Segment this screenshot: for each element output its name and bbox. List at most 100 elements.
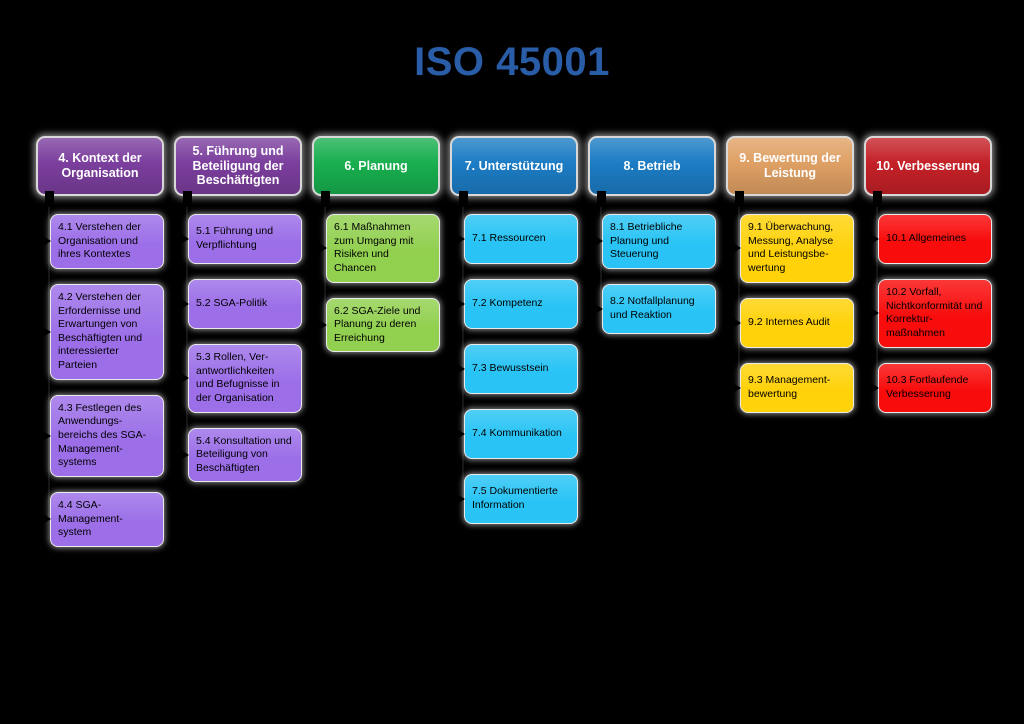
section-label: 7.5 Dokumentierte Information — [472, 485, 558, 511]
connector-stub — [459, 191, 468, 207]
diagram-title: ISO 45001 — [414, 40, 610, 84]
clause-column-5: 5. Führung und Beteiligung der Beschäfti… — [174, 136, 302, 483]
section-label: 9.3 Management-bewertung — [748, 373, 831, 400]
section-label: 4.4 SGA-Management-system — [58, 498, 123, 539]
clause-column-6: 6. Planung 6.1 Maßnahmen zum Umgang mit … — [312, 136, 440, 353]
connector-arrow-icon — [733, 243, 741, 254]
connector-line — [324, 196, 326, 326]
connector-stub — [45, 191, 54, 207]
section-label: 4.1 Verstehen der Organisation und ihres… — [58, 221, 141, 261]
section-box: 9.3 Management-bewertung — [733, 362, 854, 413]
section-box: 7.4 Kommunikation — [457, 409, 578, 459]
clause-5-header: 5. Führung und Beteiligung der Beschäfti… — [174, 136, 302, 196]
section-label: 5.3 Rollen, Ver-antwortlichkeiten und Be… — [196, 351, 280, 404]
clause-4-header: 4. Kontext der Organisation — [36, 136, 164, 196]
connector-arrow-icon — [181, 234, 189, 244]
clause-items: 5.1 Führung und Verpflichtung 5.2 SGA-Pol… — [181, 214, 302, 483]
section-label: 10.1 Allgemeines — [886, 232, 966, 245]
clause-items: 8.1 Betriebliche Planung und Steuerung 8.… — [595, 214, 716, 334]
connector-line — [48, 196, 50, 520]
clause-columns: 4. Kontext der Organisation 4.1 Verstehe… — [36, 136, 992, 547]
connector-arrow-icon — [457, 429, 465, 439]
section-box: 7.5 Dokumentierte Information — [457, 474, 578, 524]
connector-arrow-icon — [457, 364, 465, 374]
connector-arrow-icon — [595, 236, 603, 247]
clause-8-header: 8. Betrieb — [588, 136, 716, 196]
connector-arrow-icon — [733, 382, 741, 393]
connector-arrow-icon — [319, 320, 327, 331]
connector-line — [186, 196, 188, 456]
section-label: 7.4 Kommunikation — [472, 427, 562, 440]
clause-items: 10.1 Allgemeines 10.2 Vorfall, Nichtkonfo… — [871, 214, 992, 413]
clause-column-10: 10. Verbesserung 10.1 Allgemeines 10.2 Vo… — [864, 136, 992, 413]
section-box: 4.3 Festlegen des Anwendungs-bereichs de… — [43, 394, 164, 477]
section-box: 4.1 Verstehen der Organisation und ihres… — [43, 214, 164, 269]
connector-stub — [597, 191, 606, 207]
section-box: 7.2 Kompetenz — [457, 279, 578, 329]
connector-stub — [873, 191, 882, 207]
connector-arrow-icon — [181, 373, 189, 384]
connector-arrow-icon — [871, 234, 879, 244]
connector-arrow-icon — [319, 243, 327, 254]
connector-line — [738, 196, 740, 388]
clause-items: 4.1 Verstehen der Organisation und ihres… — [43, 214, 164, 547]
connector-arrow-icon — [43, 514, 51, 525]
section-label: 7.3 Bewusstsein — [472, 362, 549, 375]
clause-6-header: 6. Planung — [312, 136, 440, 196]
clause-9-header: 9. Bewertung der Leistung — [726, 136, 854, 196]
connector-arrow-icon — [43, 236, 51, 247]
section-label: 8.2 Notfallplanung und Reaktion — [610, 295, 695, 321]
section-box: 9.2 Internes Audit — [733, 297, 854, 348]
section-label: 8.1 Betriebliche Planung und Steuerung — [610, 221, 683, 261]
connector-arrow-icon — [871, 382, 879, 393]
section-label: 10.3 Fortlaufende Verbesserung — [886, 373, 969, 400]
section-label: 5.2 SGA-Politik — [196, 297, 268, 310]
section-label: 9.1 Überwachung, Messung, Analyse und Le… — [748, 221, 834, 274]
section-label: 5.1 Führung und Verpflichtung — [196, 225, 274, 251]
connector-line — [600, 196, 602, 309]
section-box: 8.1 Betriebliche Planung und Steuerung — [595, 214, 716, 269]
clause-10-header: 10. Verbesserung — [864, 136, 992, 196]
section-box: 5.4 Konsultation und Beteiligung von Bes… — [181, 427, 302, 483]
connector-arrow-icon — [43, 430, 51, 441]
connector-stub — [183, 191, 192, 207]
section-label: 7.2 Kompetenz — [472, 297, 543, 310]
clause-column-8: 8. Betrieb 8.1 Betriebliche Planung und … — [588, 136, 716, 334]
connector-arrow-icon — [181, 299, 189, 309]
section-box: 6.2 SGA-Ziele und Planung zu deren Errei… — [319, 297, 440, 353]
connector-arrow-icon — [871, 308, 879, 319]
connector-line — [462, 196, 464, 499]
connector-stub — [735, 191, 744, 207]
connector-arrow-icon — [43, 326, 51, 337]
clause-items: 6.1 Maßnahmen zum Umgang mit Risiken und… — [319, 214, 440, 353]
section-box: 5.3 Rollen, Ver-antwortlichkeiten und Be… — [181, 344, 302, 413]
section-label: 4.2 Verstehen der Erfordernisse und Erwa… — [58, 290, 143, 372]
section-label: 4.3 Festlegen des Anwendungs-bereichs de… — [58, 401, 147, 469]
connector-arrow-icon — [595, 303, 603, 314]
clause-column-9: 9. Bewertung der Leistung 9.1 Überwachun… — [726, 136, 854, 413]
section-box: 4.4 SGA-Management-system — [43, 491, 164, 547]
clause-column-4: 4. Kontext der Organisation 4.1 Verstehe… — [36, 136, 164, 547]
section-box: 6.1 Maßnahmen zum Umgang mit Risiken und… — [319, 214, 440, 283]
section-box: 5.1 Führung und Verpflichtung — [181, 214, 302, 264]
section-label: 9.2 Internes Audit — [748, 315, 830, 328]
section-box: 10.2 Vorfall, Nichtkonformität und Korre… — [871, 279, 992, 348]
section-box: 9.1 Überwachung, Messung, Analyse und Le… — [733, 214, 854, 283]
connector-arrow-icon — [457, 299, 465, 309]
section-label: 5.4 Konsultation und Beteiligung von Bes… — [196, 434, 292, 474]
connector-arrow-icon — [457, 494, 465, 504]
section-label: 10.2 Vorfall, Nichtkonformität und Korre… — [886, 286, 983, 339]
section-box: 10.3 Fortlaufende Verbesserung — [871, 362, 992, 413]
connector-stub — [321, 191, 330, 207]
section-box: 8.2 Notfallplanung und Reaktion — [595, 283, 716, 334]
section-box: 7.3 Bewusstsein — [457, 344, 578, 394]
clause-7-header: 7. Unterstützung — [450, 136, 578, 196]
connector-line — [876, 196, 878, 388]
section-box: 10.1 Allgemeines — [871, 214, 992, 264]
section-box: 5.2 SGA-Politik — [181, 279, 302, 329]
section-box: 4.2 Verstehen der Erfordernisse und Erwa… — [43, 283, 164, 380]
clause-items: 9.1 Überwachung, Messung, Analyse und Le… — [733, 214, 854, 413]
